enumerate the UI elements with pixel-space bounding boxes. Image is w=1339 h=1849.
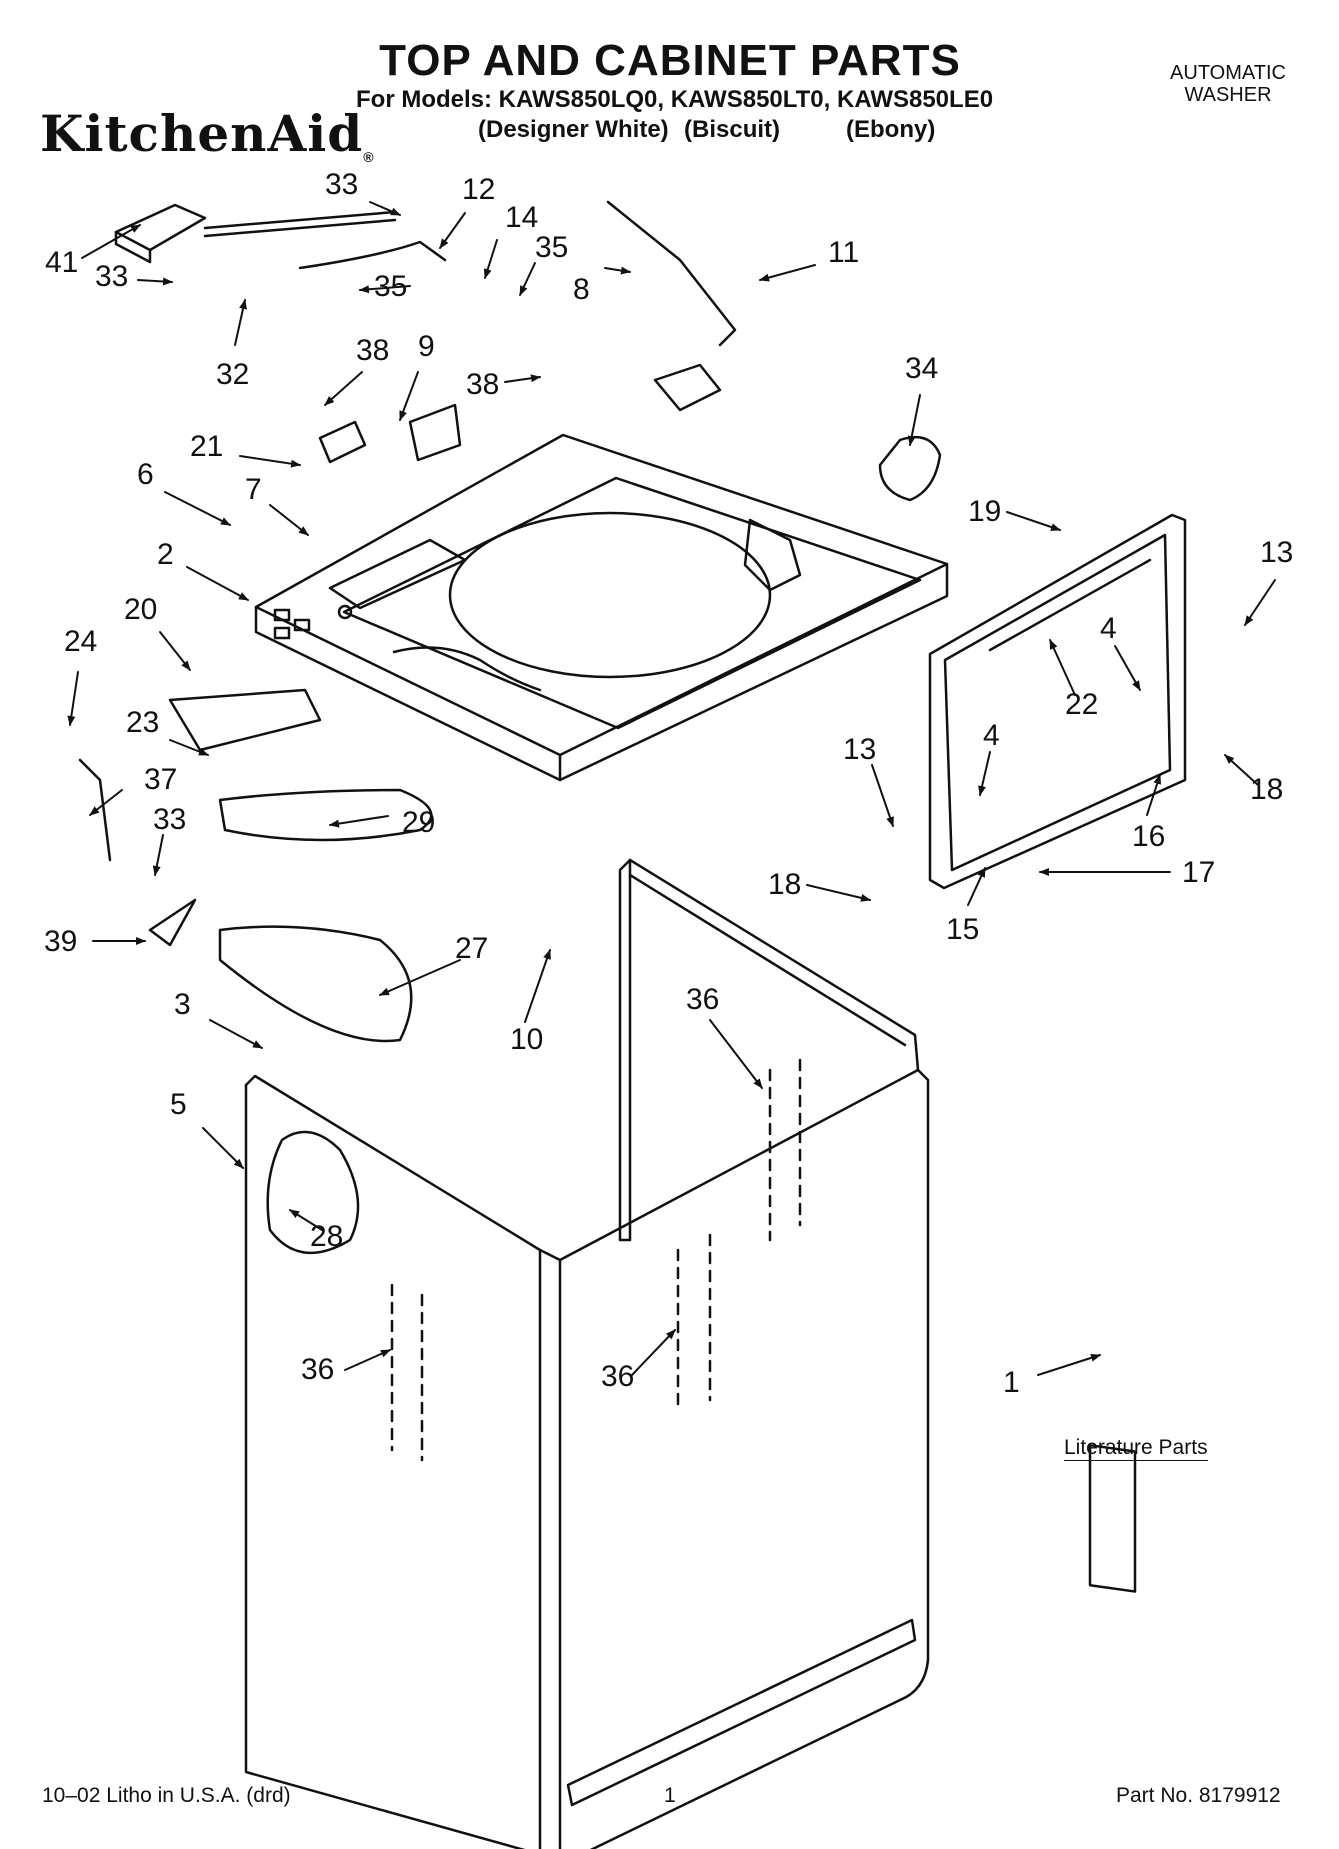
callout-20: 20 (124, 593, 158, 626)
callout-33: 33 (325, 168, 359, 201)
callout-14: 14 (505, 201, 539, 234)
callout-19: 19 (968, 495, 1002, 528)
footer-page-number: 1 (664, 1784, 676, 1807)
callout-16: 16 (1132, 820, 1166, 853)
brand-registered-mark: ® (363, 149, 375, 165)
literature-parts-label: Literature Parts (1064, 1436, 1208, 1461)
callout-3: 3 (174, 988, 191, 1021)
callout-35: 35 (535, 231, 569, 264)
callout-9: 9 (418, 330, 435, 363)
callout-2: 2 (157, 538, 174, 571)
lid-part (928, 513, 1187, 890)
callout-41: 41 (45, 246, 79, 279)
callout-32: 32 (216, 358, 250, 391)
callout-27: 27 (455, 932, 489, 965)
callout-17: 17 (1182, 856, 1216, 889)
callout-1: 1 (1003, 1366, 1020, 1399)
callout-36: 36 (686, 983, 720, 1016)
variant-ebony: (Ebony) (846, 116, 936, 143)
brand-logo-text: KitchenAid (40, 104, 364, 163)
callout-7: 7 (245, 473, 262, 506)
callout-11: 11 (828, 236, 860, 269)
callout-39: 39 (44, 925, 78, 958)
variant-biscuit: (Biscuit) (684, 116, 780, 143)
leader-arrows (67, 201, 1276, 1376)
callout-36: 36 (601, 1360, 635, 1393)
callout-38: 38 (356, 334, 390, 367)
callout-13: 13 (843, 733, 877, 766)
callout-37: 37 (144, 763, 178, 796)
page-title: TOP AND CABINET PARTS (379, 36, 961, 85)
top-panel-part (254, 433, 949, 782)
callout-12: 12 (462, 173, 496, 206)
variant-designer-white: (Designer White) (478, 116, 669, 143)
callout-4: 4 (983, 719, 1000, 752)
callout-13: 13 (1260, 536, 1294, 569)
callout-4: 4 (1100, 612, 1117, 645)
callout-6: 6 (137, 458, 154, 491)
footer-litho: 10–02 Litho in U.S.A. (drd) (42, 1784, 291, 1807)
callout-5: 5 (170, 1088, 187, 1121)
callout-35: 35 (374, 270, 408, 303)
product-type: AUTOMATIC WASHER (1128, 62, 1328, 106)
callout-34: 34 (905, 352, 939, 385)
callout-33: 33 (153, 803, 187, 836)
callout-8: 8 (573, 273, 590, 306)
callout-10: 10 (510, 1023, 544, 1056)
callout-38: 38 (466, 368, 500, 401)
callout-15: 15 (946, 913, 980, 946)
product-type-line2: WASHER (1184, 84, 1272, 106)
cabinet-part (244, 858, 930, 1849)
callout-28: 28 (310, 1220, 344, 1253)
callout-23: 23 (126, 706, 160, 739)
footer-part-number: Part No. 8179912 (1116, 1784, 1281, 1807)
callout-18: 18 (768, 868, 802, 901)
callout-36: 36 (301, 1353, 335, 1386)
model-list: For Models: KAWS850LQ0, KAWS850LT0, KAWS… (356, 86, 994, 113)
callout-24: 24 (64, 625, 98, 658)
callout-22: 22 (1065, 688, 1099, 721)
callout-21: 21 (190, 430, 224, 463)
product-type-line1: AUTOMATIC (1170, 62, 1286, 84)
callout-29: 29 (402, 806, 436, 839)
brand-logo: KitchenAid® (40, 104, 375, 165)
callout-18: 18 (1250, 773, 1284, 806)
callout-33: 33 (95, 260, 129, 293)
